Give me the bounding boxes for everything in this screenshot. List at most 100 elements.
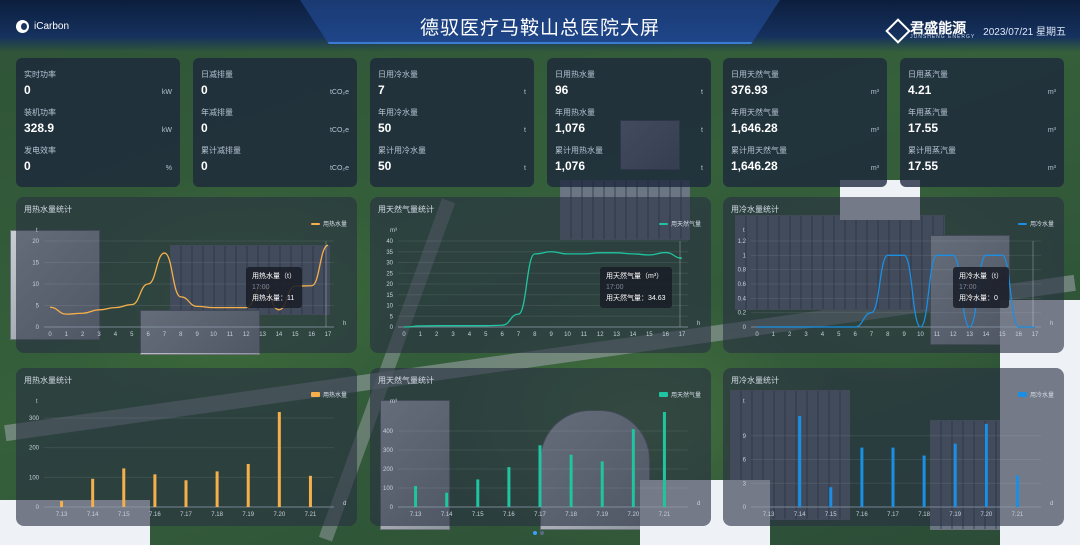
- bar: [60, 501, 64, 507]
- bar: [569, 454, 573, 507]
- x-tick-label: 3: [804, 332, 808, 338]
- x-tick-label: 5: [484, 332, 488, 338]
- legend-label: 用热水量: [322, 222, 347, 228]
- kpi-value: 376.93: [731, 83, 768, 97]
- x-tick-label: 5: [837, 332, 841, 338]
- kpi-unit: t: [524, 165, 526, 172]
- x-tick-label: 7.18: [918, 512, 930, 518]
- brand-name-en: JUNSHENG ENERGY: [910, 34, 976, 40]
- tooltip-title: 用热水量（t）: [252, 273, 296, 280]
- bar: [246, 463, 250, 507]
- bar: [798, 415, 802, 507]
- chart-title: 用热水量统计: [24, 376, 72, 385]
- x-tick-label: 7.20: [980, 512, 992, 518]
- x-tick-label: 1: [772, 332, 776, 338]
- kpi-unit: tCO₂e: [329, 127, 349, 134]
- bar: [860, 447, 864, 507]
- kpi-unit: m³: [1047, 89, 1056, 96]
- kpi-unit: m³: [870, 165, 879, 172]
- x-tick-label: 7.19: [242, 512, 254, 518]
- x-tick-label: 7: [163, 332, 167, 338]
- bar: [122, 468, 126, 507]
- kpi-value: 1,646.28: [731, 121, 778, 135]
- x-tick-label: 7: [870, 332, 874, 338]
- tooltip-time: 17:00: [252, 284, 270, 291]
- x-tick-label: 8: [886, 332, 890, 338]
- brand-logo-icon: [885, 17, 911, 44]
- x-axis-unit: h: [1050, 321, 1053, 327]
- kpi-label: 发电效率: [24, 146, 56, 155]
- x-tick-label: 1: [419, 332, 423, 338]
- bar: [984, 423, 988, 507]
- kpi-label: 实时功率: [24, 70, 56, 79]
- y-axis-unit: m³: [390, 399, 397, 405]
- tooltip-value: 34.63: [648, 295, 666, 302]
- x-tick-label: 7.17: [887, 512, 899, 518]
- page-dot-1[interactable]: [533, 531, 537, 535]
- y-tick-label: 10: [386, 304, 393, 310]
- y-tick-label: 0: [36, 505, 40, 511]
- page-dot-2[interactable]: [540, 531, 544, 535]
- y-tick-label: 0: [743, 325, 747, 331]
- tooltip-row: 用天然气量：34.63: [606, 293, 666, 304]
- page-indicator[interactable]: [533, 531, 544, 535]
- bar: [1015, 475, 1019, 507]
- x-tick-label: 7.14: [794, 512, 806, 518]
- x-tick-label: 7.18: [565, 512, 577, 518]
- x-tick-label: 2: [81, 332, 85, 338]
- x-tick-label: 7.19: [596, 512, 608, 518]
- chart-title: 用天然气量统计: [378, 205, 434, 214]
- x-tick-label: 7.21: [305, 512, 317, 518]
- x-tick-label: 7.14: [441, 512, 453, 518]
- icarbon-logo-text: iCarbon: [34, 21, 70, 32]
- tooltip-time: 17:00: [606, 284, 624, 291]
- x-tick-label: 16: [662, 332, 669, 338]
- x-tick-label: 2: [788, 332, 792, 338]
- bar: [662, 412, 666, 507]
- kpi-label: 累计用蒸汽量: [908, 146, 956, 155]
- legend-swatch: [658, 222, 668, 225]
- y-axis-unit: t: [36, 399, 38, 405]
- series-line: [757, 254, 1035, 328]
- kpi-label: 装机功率: [24, 108, 56, 117]
- kpi-unit: m³: [1047, 165, 1056, 172]
- y-tick-label: 0.4: [738, 296, 747, 302]
- y-tick-label: 30: [386, 261, 393, 267]
- x-tick-label: 5: [130, 332, 134, 338]
- bar: [922, 455, 926, 507]
- x-tick-label: 7.16: [503, 512, 515, 518]
- bar: [184, 480, 188, 507]
- x-tick-label: 0: [402, 332, 406, 338]
- brand-logo: 君盛能源 JUNSHENG ENERGY: [885, 17, 976, 44]
- y-tick-label: 15: [32, 261, 39, 267]
- legend-swatch: [1017, 392, 1027, 397]
- x-tick-label: 4: [468, 332, 472, 338]
- x-tick-label: 15: [292, 332, 299, 338]
- bar: [277, 412, 281, 507]
- kpi-label: 年用蒸汽量: [908, 108, 948, 117]
- x-tick-label: 6: [853, 332, 857, 338]
- bar: [215, 471, 219, 507]
- y-tick-label: 20: [32, 239, 39, 245]
- x-axis-unit: d: [343, 501, 346, 507]
- x-tick-label: 7: [517, 332, 521, 338]
- y-tick-label: 0: [36, 325, 40, 331]
- x-axis-unit: d: [1050, 501, 1053, 507]
- x-tick-label: 8: [179, 332, 183, 338]
- x-tick-label: 14: [983, 332, 990, 338]
- x-tick-label: 15: [999, 332, 1006, 338]
- kpi-unit: m³: [870, 89, 879, 96]
- x-tick-label: 7.20: [627, 512, 639, 518]
- bar: [953, 443, 957, 507]
